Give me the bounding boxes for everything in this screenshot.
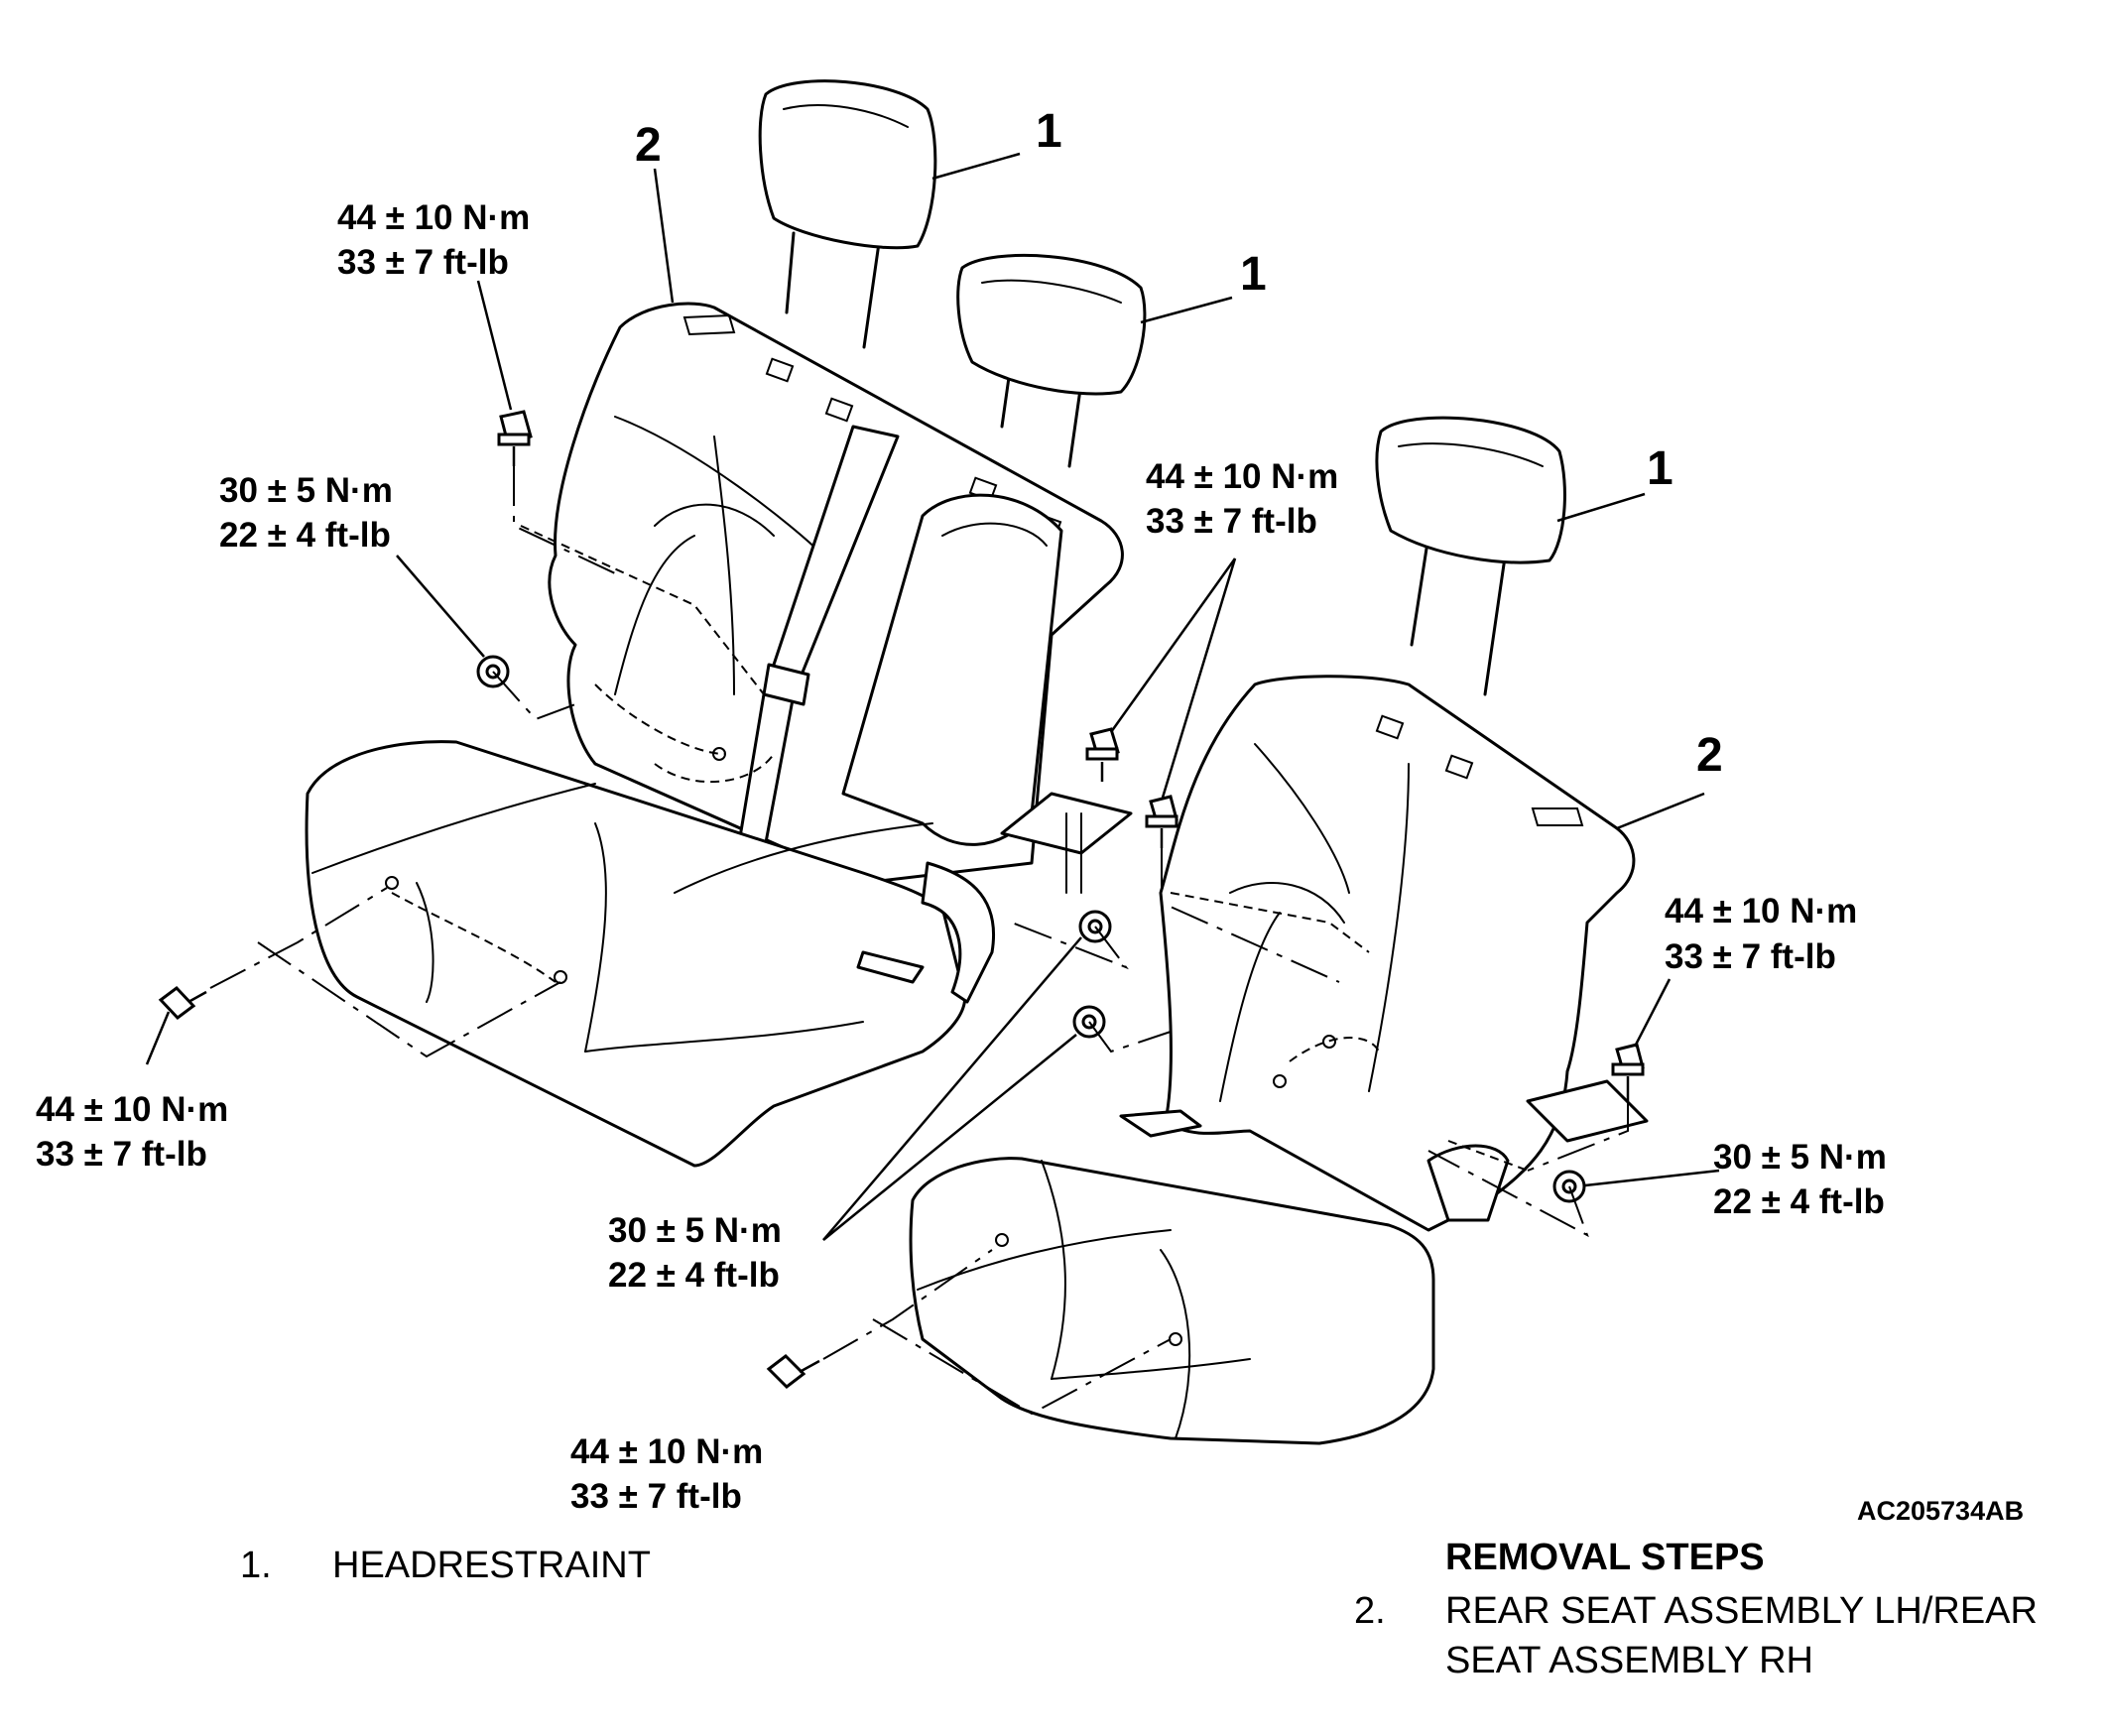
torque-bottom-center-nm: 30 ± 5 N·m [608,1211,782,1250]
rear-seat-assembly-rh [909,675,1649,1445]
torque-mid-left-nm: 30 ± 5 N·m [219,471,393,510]
torque-bottom-left-ftlb: 33 ± 7 ft-lb [36,1135,207,1174]
legend-item-2-number: 2. [1354,1590,1386,1632]
bolt-center-2 [1145,795,1178,848]
torque-top-left-ftlb: 33 ± 7 ft-lb [337,243,509,282]
center-lines [209,466,1629,1416]
torque-top-left-nm: 44 ± 10 N·m [337,198,530,237]
removal-steps-heading: REMOVAL STEPS [1445,1537,1765,1578]
legend-item-2-line-2: SEAT ASSEMBLY RH [1445,1640,1813,1681]
callout-headrestraint-1: 1 [1036,105,1062,158]
legend-item-2-line-1: REAR SEAT ASSEMBLY LH/REAR [1445,1590,2038,1632]
rear-seat-assembly-lh [305,302,1133,1168]
legend-item-1-text: HEADRESTRAINT [332,1545,651,1586]
bolt-bottom [766,1354,820,1389]
torque-right-lower-ftlb: 22 ± 4 ft-lb [1713,1182,1885,1221]
callout-seat-rh: 2 [1696,729,1723,782]
legend-item-1-number: 1. [240,1545,272,1586]
bolt-top-left [497,410,533,466]
headrestraint-1-right [1375,416,1566,696]
torque-right-lower-nm: 30 ± 5 N·m [1713,1138,1887,1177]
callout-headrestraint-3: 1 [1647,442,1673,495]
torque-bottom-ftlb: 33 ± 7 ft-lb [570,1477,742,1516]
torque-center-ftlb: 33 ± 7 ft-lb [1146,502,1317,541]
figure-code: AC205734AB [1857,1496,2024,1526]
headrestraint-1-middle [956,253,1147,468]
torque-bottom-center-ftlb: 22 ± 4 ft-lb [608,1256,780,1295]
bolt-right [1611,1043,1645,1101]
torque-right-ftlb: 33 ± 7 ft-lb [1665,937,1836,976]
torque-right-nm: 44 ± 10 N·m [1665,892,1857,930]
bolt-bottom-left [158,985,207,1021]
torque-bottom-left-nm: 44 ± 10 N·m [36,1090,228,1129]
torque-mid-left-ftlb: 22 ± 4 ft-lb [219,516,391,555]
leader-lines [145,152,1720,1241]
callout-seat-lh: 2 [635,119,662,172]
callout-headrestraint-2: 1 [1240,248,1267,301]
headrestraint-1-left [758,79,937,349]
torque-bottom-nm: 44 ± 10 N·m [570,1432,763,1471]
bolt-center [1085,727,1120,782]
torque-center-nm: 44 ± 10 N·m [1146,457,1338,496]
